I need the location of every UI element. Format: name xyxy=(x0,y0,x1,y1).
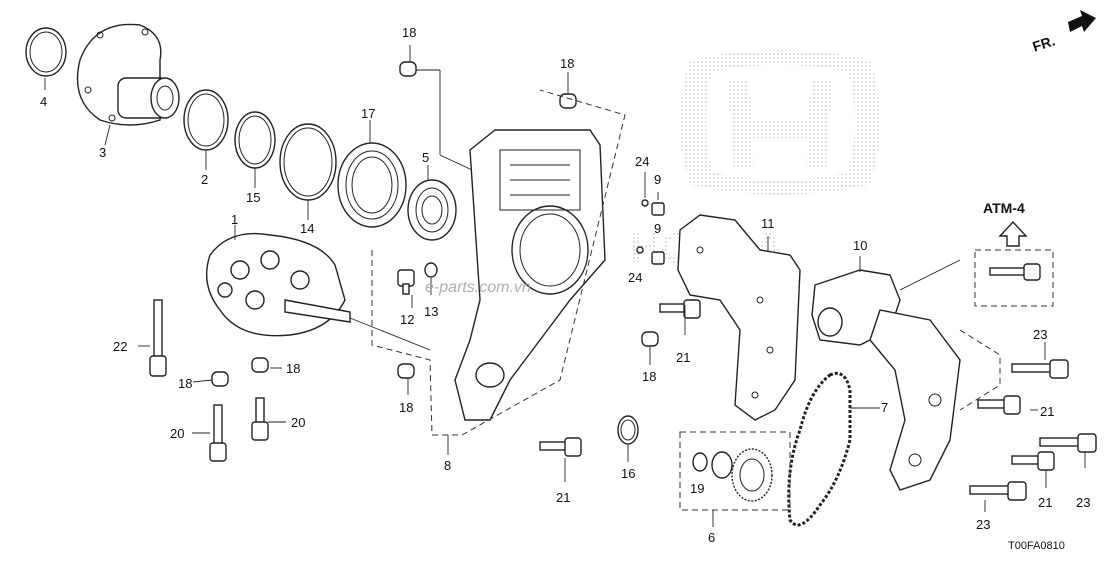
atm4-reference-label: ATM-4 xyxy=(983,200,1025,216)
callout-8: 8 xyxy=(444,458,451,473)
callout-18e: 18 xyxy=(178,376,192,391)
dowel-pins-18 xyxy=(211,61,659,387)
bolt-21-center xyxy=(659,299,701,319)
part-11-separator-plate xyxy=(677,214,801,421)
part-7-drive-chain xyxy=(787,371,852,527)
bolt-20-right xyxy=(251,397,269,441)
bolt-12 xyxy=(397,269,415,295)
bolt-23-c xyxy=(969,481,1027,501)
callout-7: 7 xyxy=(881,400,888,415)
part-1-oil-pump xyxy=(206,232,351,337)
front-direction-indicator xyxy=(1068,10,1096,32)
callout-23c: 23 xyxy=(976,517,990,532)
callout-12: 12 xyxy=(400,312,414,327)
small-parts xyxy=(617,199,665,445)
callout-labels: 1 2 3 4 5 6 7 8 9 9 10 11 12 13 14 15 16… xyxy=(40,25,1090,545)
callout-21a: 21 xyxy=(676,350,690,365)
callout-22: 22 xyxy=(113,339,127,354)
washer-13 xyxy=(424,262,438,278)
bolts xyxy=(149,262,1097,501)
part-3-stator-shaft xyxy=(76,23,180,126)
callout-11: 11 xyxy=(761,216,775,231)
callout-18d: 18 xyxy=(399,400,413,415)
bolt-22 xyxy=(149,299,167,377)
bolt-21-right-b xyxy=(1011,451,1055,471)
callout-20a: 20 xyxy=(170,426,184,441)
callout-21b: 21 xyxy=(556,490,570,505)
bolt-21-right-a xyxy=(977,395,1021,415)
callout-23b: 23 xyxy=(1076,495,1090,510)
callout-17: 17 xyxy=(361,106,375,121)
callout-18c: 18 xyxy=(642,369,656,384)
front-direction-label: FR. xyxy=(1030,32,1056,54)
callout-9b: 9 xyxy=(654,221,661,236)
callout-20b: 20 xyxy=(291,415,305,430)
part-10-regulator-valve xyxy=(811,269,961,491)
callout-3: 3 xyxy=(99,145,106,160)
leader-lines xyxy=(44,45,1086,527)
callout-21d: 21 xyxy=(1038,495,1052,510)
catalog-code: T00FA0810 xyxy=(1008,540,1065,552)
callout-15: 15 xyxy=(246,190,260,205)
callout-18b: 18 xyxy=(560,56,574,71)
callout-1: 1 xyxy=(231,212,238,227)
part-2-seal-ring xyxy=(183,89,229,151)
callout-5: 5 xyxy=(422,150,429,165)
callout-19: 19 xyxy=(690,481,704,496)
bolt-21-lower xyxy=(539,437,582,457)
bolt-23-b xyxy=(1039,433,1097,453)
callout-18a: 18 xyxy=(402,25,416,40)
callout-16: 16 xyxy=(621,466,635,481)
bolt-atm4 xyxy=(989,263,1041,281)
callout-24a: 24 xyxy=(635,154,649,169)
callout-9a: 9 xyxy=(654,172,661,187)
callout-10: 10 xyxy=(853,238,867,253)
callout-13: 13 xyxy=(424,304,438,319)
bolt-23-a xyxy=(1011,359,1069,379)
watermark-text: e-parts.com.vn xyxy=(425,279,531,296)
callout-4: 4 xyxy=(40,94,47,109)
part-8-valve-body-plate xyxy=(454,129,606,421)
part-15-snap-ring xyxy=(234,111,276,169)
atm4-reference-box xyxy=(974,249,1054,307)
part-6-sprocket-set xyxy=(692,448,773,502)
group-23-outline xyxy=(959,329,1001,411)
callout-6: 6 xyxy=(708,530,715,545)
callout-24b: 24 xyxy=(628,270,642,285)
callout-18f: 18 xyxy=(286,361,300,376)
group-6-outline xyxy=(679,431,791,511)
callout-21c: 21 xyxy=(1040,404,1054,419)
part-5-sprocket xyxy=(407,179,457,241)
part-17-bearing xyxy=(337,142,407,228)
part-14-snap-ring xyxy=(279,123,337,201)
callout-23a: 23 xyxy=(1033,327,1047,342)
part-4-o-ring xyxy=(25,27,67,77)
bolt-20-left xyxy=(209,404,227,462)
honda-logo-watermark: HONDA xyxy=(630,50,880,271)
group-8-outline xyxy=(371,89,626,436)
callout-14: 14 xyxy=(300,221,314,236)
callout-2: 2 xyxy=(201,172,208,187)
atm4-up-arrow-icon xyxy=(998,220,1028,247)
